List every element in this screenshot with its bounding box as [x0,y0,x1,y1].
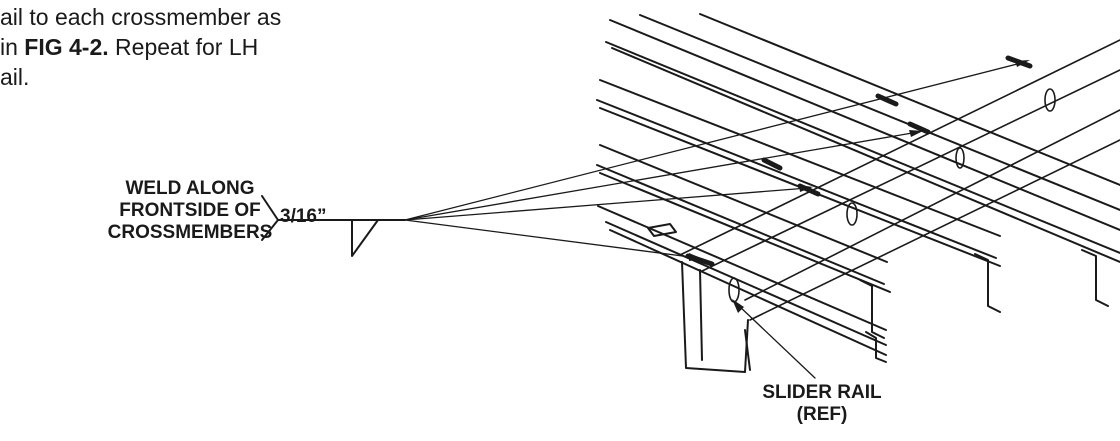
weld-symbol [261,195,406,257]
slider-rail-leader [737,304,816,379]
weld-leaders [404,61,1026,259]
crossmember-1 [605,19,1120,307]
weld-callout-line-2: FRONTSIDE OF [119,200,261,221]
instruction-text: ail to each crossmember as in FIG 4-2. R… [0,2,420,92]
weld-size-label: 3/16” [280,206,327,227]
instruction-line-3: ail. [0,64,30,90]
weld-callout-line-1: WELD ALONG [125,178,255,199]
arrow-head-2 [909,130,923,137]
crossmember-3 [596,79,1001,313]
weld-callout-line-3: CROSSMEMBERS [107,222,273,243]
instruction-line-2: in FIG 4-2. Repeat for LH [0,34,259,60]
slider-arrow-head [732,299,744,313]
hanger-bracket [647,223,751,373]
weld-beads [685,55,1033,267]
slider-rail-line-1: SLIDER RAIL [762,382,882,403]
crossmember-4 [596,144,891,339]
crossmember-5 [597,205,887,363]
instruction-line-1: ail to each crossmember as [0,4,282,30]
slider-rail [679,39,1120,321]
figure-reference: FIG 4-2. [24,34,109,60]
slider-rail-line-2: (REF) [796,404,848,425]
crossmember-2 [639,13,1120,211]
weld-callout: WELD ALONG FRONTSIDE OF CROSSMEMBERS [88,178,388,244]
slider-rail-callout: SLIDER RAIL (REF) [712,382,932,426]
